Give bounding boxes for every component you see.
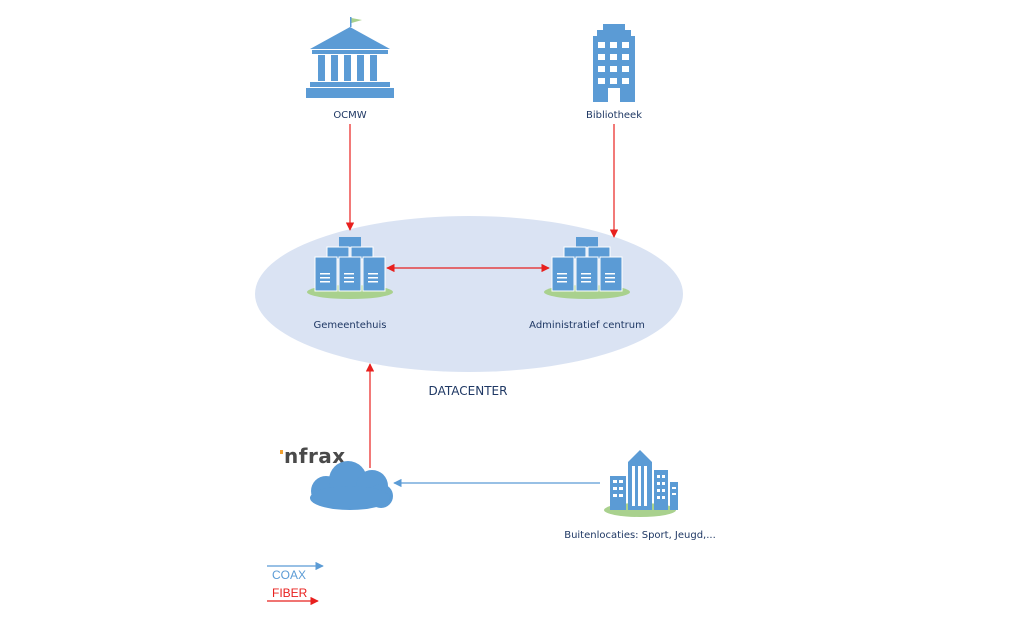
datacenter-label: DATACENTER bbox=[429, 384, 508, 398]
node-label-bibliotheek: Bibliotheek bbox=[586, 110, 642, 121]
node-label-administratief: Administratief centrum bbox=[529, 320, 645, 331]
infrax-logo-accent bbox=[280, 450, 283, 454]
legend-fiber-label: FIBER bbox=[272, 586, 308, 600]
infrax-logo: nfrax bbox=[280, 444, 346, 468]
server-cluster-icon bbox=[307, 237, 393, 299]
city-buildings-icon bbox=[604, 450, 678, 517]
node-label-ocmw: OCMW bbox=[333, 110, 366, 121]
office-building-icon bbox=[593, 24, 635, 102]
node-label-buitenlocaties: Buitenlocaties: Sport, Jeugd,... bbox=[564, 530, 716, 541]
infrax-logo-text: nfrax bbox=[284, 444, 346, 468]
legend: COAX FIBER bbox=[267, 561, 324, 606]
government-building-icon bbox=[306, 17, 394, 98]
cloud-icon bbox=[310, 461, 393, 510]
node-label-gemeentehuis: Gemeentehuis bbox=[313, 320, 386, 331]
server-cluster-icon bbox=[544, 237, 630, 299]
legend-coax-label: COAX bbox=[272, 568, 306, 582]
